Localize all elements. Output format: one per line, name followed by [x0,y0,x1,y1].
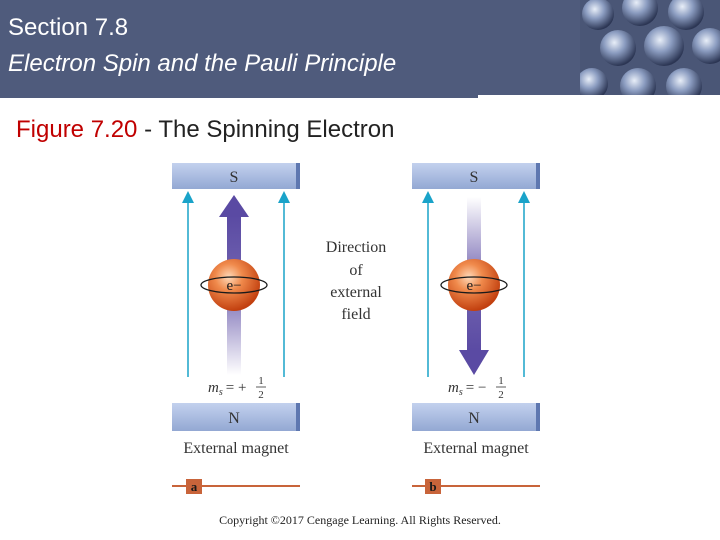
ms-denominator-a: 2 [258,389,264,401]
slide-header: Section 7.8 Electron Spin and the Pauli … [0,0,720,95]
electron-label-b: e− [466,278,481,294]
magnet-south-a [172,163,300,189]
panel-b: S e− ms= − 1 2 N External magnet b [412,163,540,494]
decorative-spheres-image [580,0,720,95]
magnet-label-a: External magnet [183,440,289,457]
electron-label-a: e− [226,278,241,294]
magnet-south-b [412,163,540,189]
magnet-north-b [412,403,540,431]
ms-denominator-b: 2 [498,389,504,401]
header-underline [0,95,478,98]
field-direction-label: Direction of external field [326,239,386,323]
tag-label-a: a [191,479,198,494]
svg-text:of: of [349,262,363,279]
pole-label-n-a: N [228,410,240,427]
tag-box-b [425,479,441,494]
pole-label-s-a: S [230,169,239,186]
figure-title: The Spinning Electron [158,116,395,143]
magnet-north-a [172,403,300,431]
figure-caption: Figure 7.20 - The Spinning Electron [16,116,394,144]
tag-box-a [186,479,202,494]
figure-separator: - [137,116,159,143]
spin-orbit-a [200,276,268,294]
spin-orbit-b [440,276,508,294]
pole-label-n-b: N [468,410,480,427]
figure-number: Figure 7.20 [16,116,138,143]
section-title: Electron Spin and the Pauli Principle [8,50,397,77]
spin-arrow-head-a [219,195,249,217]
spin-arrow-head-b [459,350,489,375]
electron-b [448,259,500,311]
spinning-electron-diagram: S e− ms= + 1 2 N External magnet a Direc… [172,163,540,494]
electron-a [208,259,260,311]
ms-numerator-b: 1 [498,375,504,387]
tag-label-b: b [429,479,436,494]
spin-quantum-number-a: ms= + [208,380,246,398]
pole-label-s-b: S [470,169,479,186]
magnet-label-b: External magnet [423,440,529,457]
svg-text:Direction: Direction [326,239,386,256]
section-label: Section 7.8 [8,14,129,41]
svg-text:external: external [330,284,382,301]
ms-numerator-a: 1 [258,375,264,387]
panel-a: S e− ms= + 1 2 N External magnet a [172,163,300,494]
spin-quantum-number-b: ms= − [448,380,486,398]
svg-text:field: field [341,306,370,323]
copyright-notice: Copyright ©2017 Cengage Learning. All Ri… [219,513,501,527]
